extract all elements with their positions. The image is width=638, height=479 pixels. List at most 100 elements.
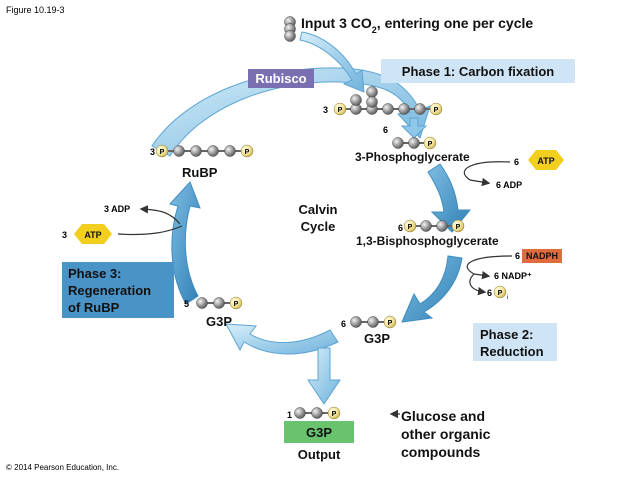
carbon-atom xyxy=(420,220,432,232)
phase3-box xyxy=(62,262,174,318)
input-co2-label: Input 3 CO2, entering one per cycle xyxy=(301,15,533,35)
center-line1: Calvin xyxy=(298,202,337,217)
rubp-label: RuBP xyxy=(182,165,218,180)
phosphate-group xyxy=(383,315,397,329)
phosphate-letter: P xyxy=(338,107,343,114)
phosphate-letter: P xyxy=(388,320,393,327)
carbon-atom xyxy=(350,316,362,328)
arrow-to-g3p xyxy=(401,255,463,323)
phosphate-letter: P xyxy=(332,411,337,418)
carbon-atom xyxy=(414,103,426,115)
atp-regen-count: 3 xyxy=(62,230,67,240)
adp-regen-label: 3 ADP xyxy=(104,204,130,214)
atp-red-badge xyxy=(528,150,564,170)
atp-red-label: ATP xyxy=(537,156,554,166)
phosphate-group xyxy=(403,219,417,233)
phase2-box xyxy=(473,323,557,361)
nadph-label: NADPH xyxy=(526,251,558,261)
rubisco-box xyxy=(248,69,314,88)
products-line3: compounds xyxy=(401,444,481,460)
carbon-atom xyxy=(366,96,378,108)
pi-letter: P xyxy=(498,290,503,297)
pga-label: 3-Phosphoglycerate xyxy=(355,150,470,164)
g3p-right-label: G3P xyxy=(364,331,390,346)
phosphate-group xyxy=(451,219,465,233)
carbon-atom xyxy=(207,145,219,157)
carbon-atom xyxy=(294,407,306,419)
cycle-arrows xyxy=(151,31,472,405)
arrow-co2-entry xyxy=(299,31,365,93)
phosphate-letter: P xyxy=(428,141,433,148)
pi-phosphate xyxy=(493,285,507,299)
arrow-carbon-fixation xyxy=(151,67,431,157)
g3p-left-label: G3P xyxy=(206,314,232,329)
count-rubp: 3 xyxy=(150,147,155,157)
carbon-atom xyxy=(392,137,404,149)
phase1-box xyxy=(381,59,575,83)
carbon-atom xyxy=(367,316,379,328)
phase2-line2: Reduction xyxy=(480,344,544,359)
carbon-atom xyxy=(350,94,362,106)
pi-count: 6 xyxy=(487,288,492,298)
carbon-atom xyxy=(408,137,420,149)
carbon-atom xyxy=(311,407,323,419)
atp-red-count: 6 xyxy=(514,157,519,167)
phosphate-group xyxy=(229,296,243,310)
carbon-atom xyxy=(436,220,448,232)
carbon-atom xyxy=(173,145,185,157)
carbon-atom xyxy=(398,103,410,115)
carbon-atom xyxy=(190,145,202,157)
phase1-label: Phase 1: Carbon fixation xyxy=(402,64,554,79)
carbon-atom xyxy=(224,145,236,157)
arrow-split xyxy=(400,117,428,139)
count-bpg: 6 xyxy=(398,223,403,233)
nadp-label: 6 NADP⁺ xyxy=(494,271,532,281)
adp-red-label: 6 ADP xyxy=(496,180,522,190)
rubisco-label: Rubisco xyxy=(255,71,306,86)
arrow-regeneration xyxy=(169,181,201,305)
bpg-label: 1,3-Bisphosphoglycerate xyxy=(356,234,499,248)
products-line1: Glucose and xyxy=(401,408,485,424)
phosphate-letter: P xyxy=(434,107,439,114)
carbon-atom xyxy=(196,297,208,309)
count-pga: 6 xyxy=(383,125,388,135)
center-line2: Cycle xyxy=(301,219,336,234)
count-g3p-right: 6 xyxy=(341,319,346,329)
carbon-atom xyxy=(213,297,225,309)
cofactor-arrows xyxy=(117,161,513,419)
phase3-line1: Phase 3: xyxy=(68,266,121,281)
phosphate-letter: P xyxy=(456,224,461,231)
phase2-line1: Phase 2: xyxy=(480,327,533,342)
phosphate-letter: P xyxy=(408,224,413,231)
phosphate-group xyxy=(333,102,347,116)
nadph-count: 6 xyxy=(515,251,520,261)
phosphate-group xyxy=(429,102,443,116)
atp-regen-badge xyxy=(74,224,112,244)
count-g3p-left: 5 xyxy=(184,299,189,309)
phosphate-group xyxy=(155,144,169,158)
count-top: 3 xyxy=(323,105,328,115)
carbon-atom xyxy=(284,30,296,42)
g3p-output-box xyxy=(284,421,354,443)
phosphate-group xyxy=(240,144,254,158)
pi-sub: i xyxy=(507,295,508,301)
phosphate-letter: P xyxy=(160,149,165,156)
count-g3p-out: 1 xyxy=(287,410,292,420)
carbon-atom xyxy=(366,86,378,98)
phosphate-letter: P xyxy=(245,149,250,156)
arrow-to-bpg xyxy=(427,163,472,233)
output-label: Output xyxy=(298,447,341,462)
atp-regen-label: ATP xyxy=(84,230,101,240)
products-line2: other organic xyxy=(401,426,491,442)
nadph-badge xyxy=(522,249,562,263)
carbon-atom xyxy=(382,103,394,115)
phase3-line3: of RuBP xyxy=(68,300,120,315)
phosphate-group xyxy=(327,406,341,420)
copyright: © 2014 Pearson Education, Inc. xyxy=(6,463,119,472)
arrow-output xyxy=(307,347,341,405)
phosphate-group xyxy=(423,136,437,150)
arrow-bottom xyxy=(225,323,339,355)
phase3-line2: Regeneration xyxy=(68,283,151,298)
